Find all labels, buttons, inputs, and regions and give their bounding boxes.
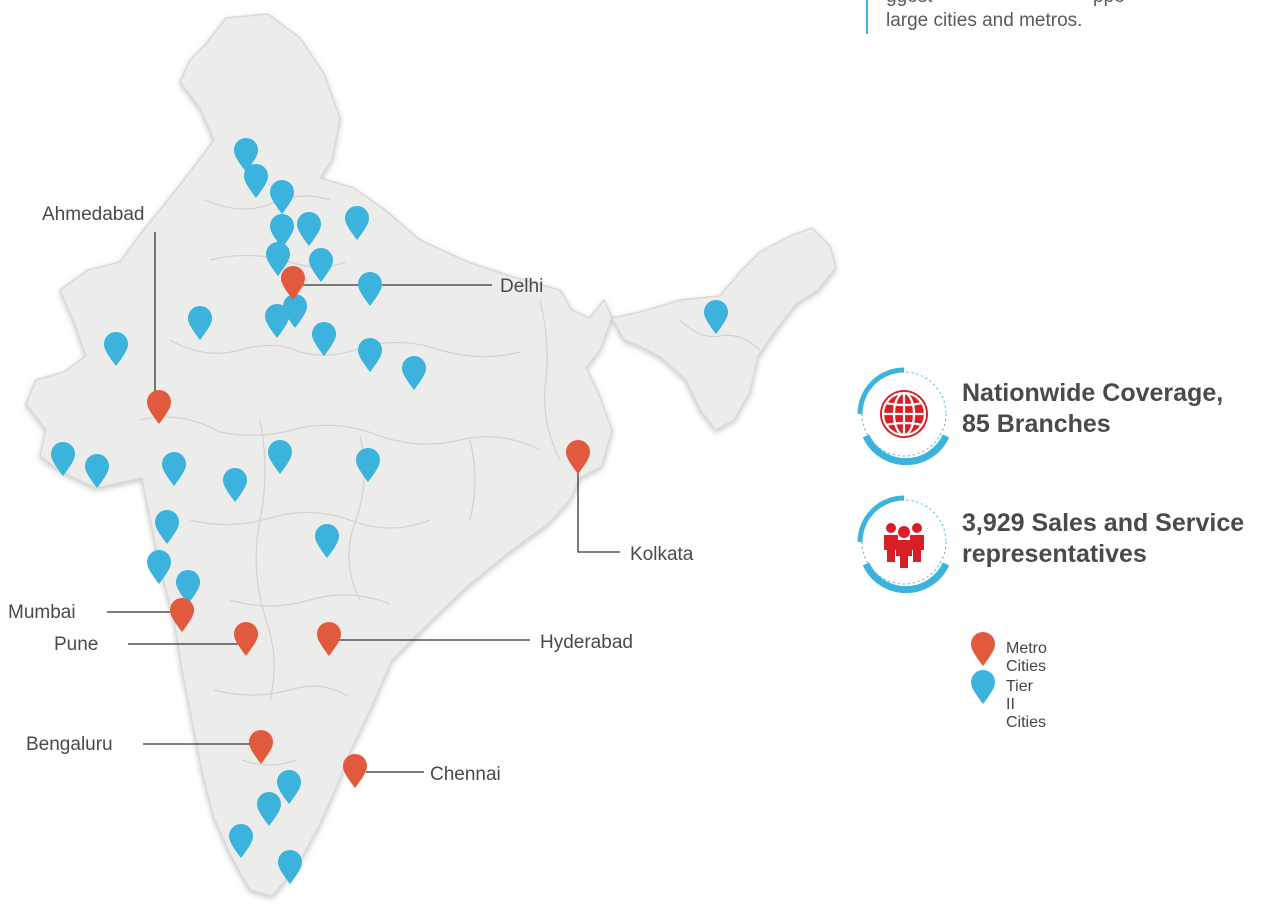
tier2-city-pin	[265, 304, 289, 338]
india-northeast	[610, 227, 837, 431]
metro-city-pin	[170, 598, 194, 632]
people-badge	[857, 495, 950, 594]
tier2-city-pin	[162, 452, 186, 486]
tier2-city-pin	[147, 550, 171, 584]
people-icon	[884, 523, 924, 568]
tier2-city-pin	[283, 294, 307, 328]
tier2-city-pin	[402, 356, 426, 390]
metro-city-pin	[317, 622, 341, 656]
metro-city-pin	[147, 390, 171, 424]
tier2-city-pin	[358, 338, 382, 372]
metro-city-pin	[234, 622, 258, 656]
tier2-city-pin	[51, 442, 75, 476]
city-label-bengaluru: Bengaluru	[26, 734, 113, 755]
metro-pins	[147, 266, 590, 788]
tier2-city-pin	[176, 570, 200, 604]
tier2-city-pin	[234, 138, 258, 172]
globe-badge	[857, 367, 950, 466]
tier2-city-pin	[309, 248, 333, 282]
city-label-delhi: Delhi	[500, 276, 543, 297]
metro-city-pin	[249, 730, 273, 764]
metro-pin-icon	[971, 632, 995, 666]
city-label-ahmedabad: Ahmedabad	[42, 204, 144, 225]
city-label-pune: Pune	[54, 634, 98, 655]
tier2-city-pin	[356, 448, 380, 482]
tier2-city-pin	[277, 770, 301, 804]
tier2-city-pin	[85, 454, 109, 488]
metro-city-pin	[281, 266, 305, 300]
tier2-city-pin	[155, 510, 179, 544]
tier2-city-pin	[229, 824, 253, 858]
city-label-mumbai: Mumbai	[8, 602, 76, 623]
city-label-chennai: Chennai	[430, 764, 501, 785]
tier2-city-pin	[312, 322, 336, 356]
tier2-city-pin	[104, 332, 128, 366]
india-mainland	[25, 13, 613, 897]
leader-lines	[107, 232, 620, 773]
top-note: ggest ppe large cities and metros.	[866, 0, 1266, 34]
city-label-kolkata: Kolkata	[630, 544, 694, 565]
metro-city-pin	[343, 754, 367, 788]
tier2-pins	[51, 138, 728, 884]
tier2-city-pin	[268, 440, 292, 474]
stat-representatives-label: 3,929 Sales and Service representatives	[962, 509, 1245, 568]
tier2-city-pin	[188, 306, 212, 340]
tier2-city-pin	[358, 272, 382, 306]
city-label-hyderabad: Hyderabad	[540, 632, 633, 653]
tier2-city-pin	[257, 792, 281, 826]
tier2-city-pin	[278, 850, 302, 884]
stat-coverage-label: Nationwide Coverage, 85 Branches	[962, 379, 1224, 438]
tier2-city-pin	[244, 164, 268, 198]
city-labels: Ahmedabad Delhi Kolkata Mumbai Pune Hyde…	[8, 204, 694, 785]
tier2-city-pin	[223, 468, 247, 502]
tier2-city-pin	[270, 214, 294, 248]
globe-icon	[880, 390, 928, 438]
tier2-city-pin	[297, 212, 321, 246]
metro-city-pin	[566, 440, 590, 474]
tier2-city-pin	[315, 524, 339, 558]
tier2-city-pin	[266, 242, 290, 276]
tier2-city-pin	[270, 180, 294, 214]
tier2-city-pin	[704, 300, 728, 334]
tier2-pin-icon	[971, 670, 995, 704]
note-line1: ggest ppe	[886, 0, 1125, 10]
note-line2: large cities and metros.	[886, 10, 1083, 31]
tier2-city-pin	[345, 206, 369, 240]
